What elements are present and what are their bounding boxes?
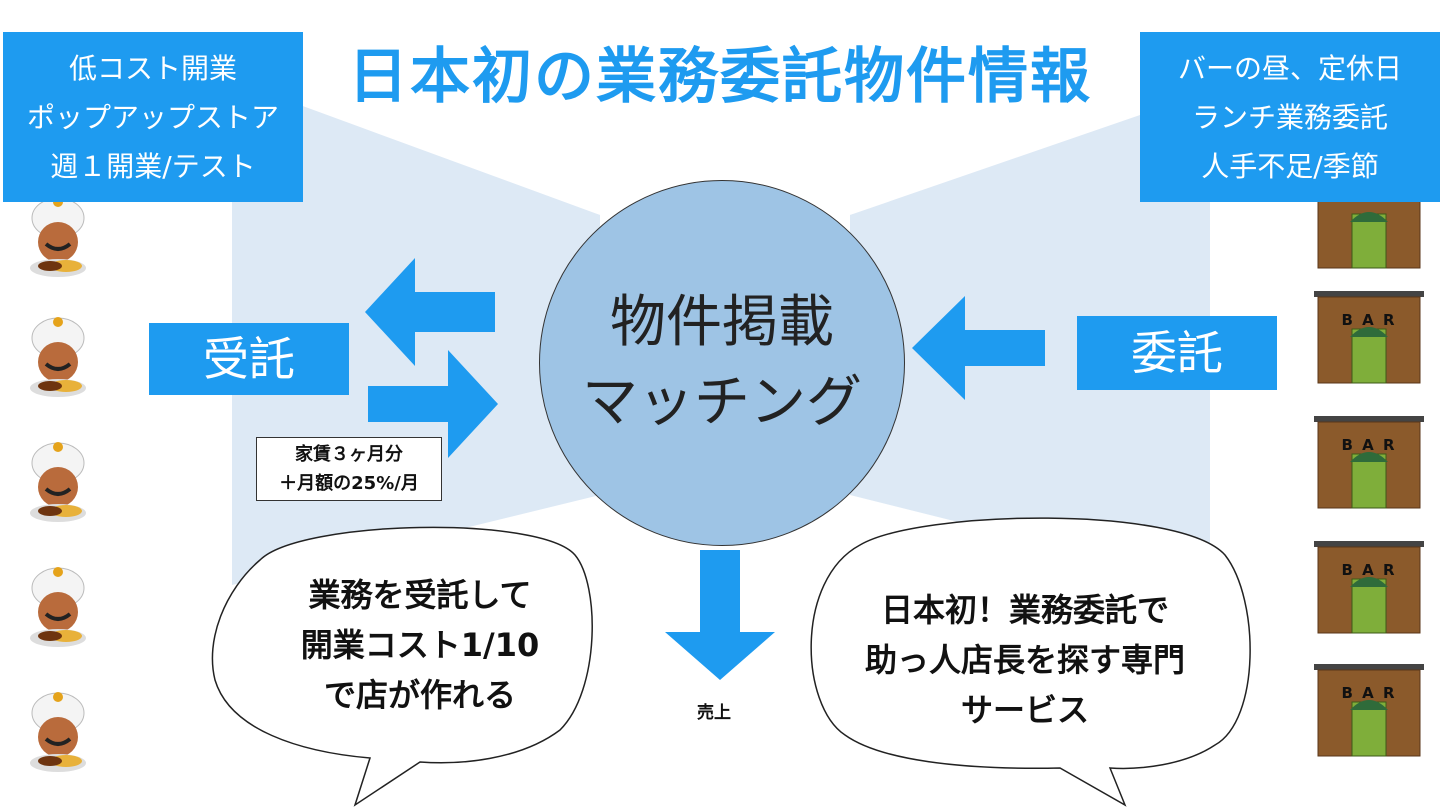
chef-icon: [30, 692, 86, 772]
left-info-line: 週１開業/テスト: [50, 150, 256, 183]
sales-label: 売上: [697, 703, 731, 723]
circle-line: 物件掲載: [610, 290, 834, 355]
right-upper-band: [850, 115, 1210, 215]
chef-icon: [30, 567, 86, 647]
itaku-label: 委託: [1077, 316, 1277, 390]
chef-column: [30, 197, 86, 772]
left-info-line: 低コスト開業: [68, 52, 237, 85]
page-title: 日本初の業務委託物件情報: [348, 42, 1092, 112]
left-bubble-text: 業務を受託して 開業コスト1/10 で店が作れる: [260, 570, 580, 720]
fee-line: ＋月額の25%/月: [279, 473, 419, 494]
chef-icon: [30, 317, 86, 397]
jutaku-label: 受託: [149, 323, 349, 395]
left-info-box: 低コスト開業 ポップアップストア 週１開業/テスト: [3, 32, 303, 202]
bubble-line: サービス: [960, 691, 1089, 729]
right-bubble-text: 日本初！業務委託で 助っ人店長を探す専門 サービス: [840, 585, 1210, 735]
chef-icon: [30, 442, 86, 522]
fee-line: 家賃３ヶ月分: [295, 444, 403, 465]
right-info-line: バーの昼、定休日: [1177, 52, 1402, 85]
bubble-line: 助っ人店長を探す専門: [864, 641, 1185, 679]
circle-line: マッチング: [582, 370, 862, 435]
arrow-left-upper: [365, 258, 495, 366]
bar-sign-label: B A R: [1341, 311, 1397, 329]
arrow-left-right-side: [912, 296, 1045, 400]
bubble-line: 開業コスト1/10: [300, 626, 540, 664]
right-info-box: バーの昼、定休日 ランチ業務委託 人手不足/季節: [1140, 32, 1440, 202]
right-info-line: 人手不足/季節: [1201, 150, 1379, 183]
bubble-line: 業務を受託して: [308, 576, 532, 614]
fee-box: 家賃３ヶ月分 ＋月額の25%/月: [256, 437, 442, 501]
bar-storefront-icon: [1314, 416, 1424, 509]
bar-column: [1314, 199, 1424, 757]
bar-sign-label: B A R: [1341, 684, 1397, 702]
bar-storefront-icon: [1317, 199, 1421, 269]
left-upper-band: [232, 105, 600, 215]
arrow-down-sales: [665, 550, 775, 680]
left-speech-bubble: [211, 526, 593, 807]
bar-storefront-icon: [1314, 541, 1424, 634]
matching-circle: 物件掲載 マッチング: [539, 180, 905, 546]
right-info-line: ランチ業務委託: [1191, 101, 1388, 134]
bubble-line: 日本初！業務委託で: [880, 591, 1169, 629]
bubble-line: で店が作れる: [323, 676, 516, 714]
bar-storefront-icon: [1314, 664, 1424, 757]
left-info-line: ポップアップストア: [26, 101, 279, 134]
bar-sign-label: B A R: [1341, 436, 1397, 454]
chef-icon: [30, 197, 86, 277]
arrow-right-lower: [368, 350, 498, 458]
bar-sign-label: B A R: [1341, 561, 1397, 579]
right-speech-bubble: [810, 517, 1251, 807]
bar-storefront-icon: [1314, 291, 1424, 384]
